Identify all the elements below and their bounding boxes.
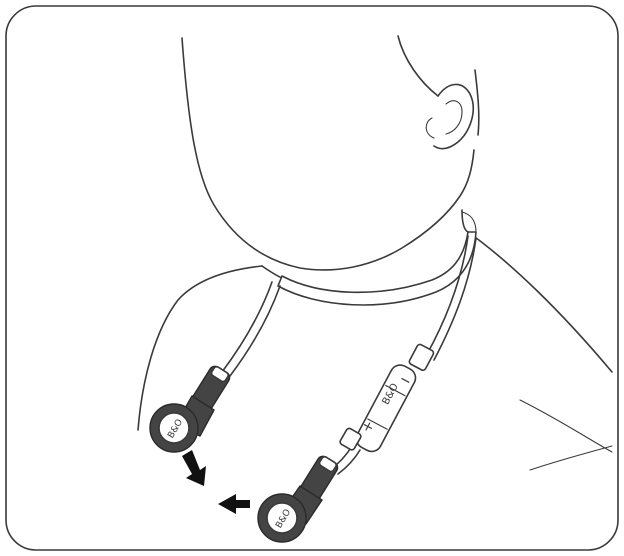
head-outline bbox=[182, 38, 474, 270]
collar-line bbox=[530, 446, 612, 470]
right-shoulder bbox=[468, 232, 612, 372]
chest-line bbox=[520, 400, 612, 452]
neckband-edge bbox=[462, 212, 476, 232]
ear-lobe bbox=[426, 118, 434, 138]
left-cable-b bbox=[230, 286, 280, 376]
neck-left bbox=[262, 266, 282, 278]
down-arrow-icon bbox=[182, 450, 206, 486]
ear-inner bbox=[446, 101, 462, 134]
left-earpiece: B&O bbox=[150, 364, 232, 452]
hair-back-2 bbox=[475, 70, 479, 135]
left-cable-a bbox=[222, 282, 272, 372]
hair-back bbox=[398, 36, 438, 96]
left-arrow-icon bbox=[218, 494, 250, 514]
ear-outer bbox=[434, 84, 473, 148]
right-lower-cable-b bbox=[338, 450, 360, 474]
right-earpiece: B&O bbox=[258, 454, 340, 542]
